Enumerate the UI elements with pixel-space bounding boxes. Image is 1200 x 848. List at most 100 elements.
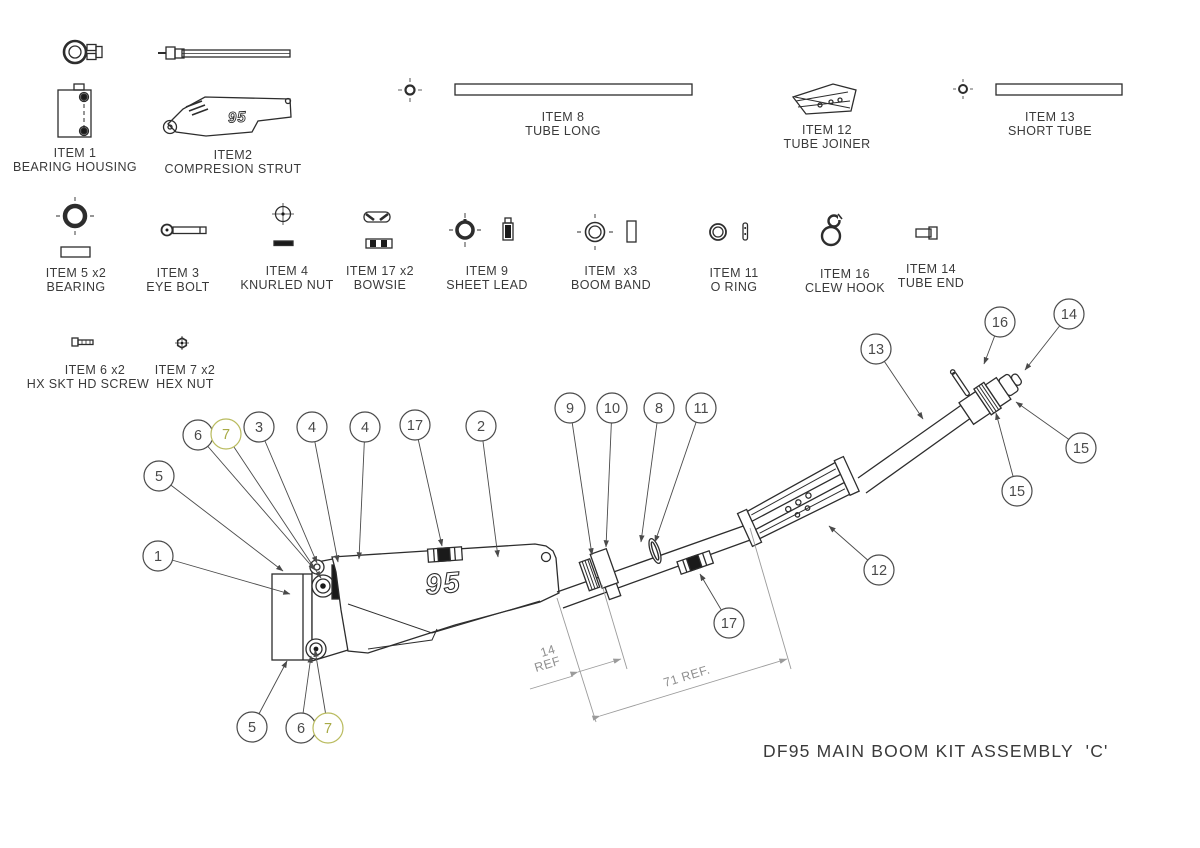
- callout-14-label: 14: [1061, 307, 1077, 323]
- assembly-tube-end-group: [949, 369, 1022, 426]
- boom-logo-95: 95: [424, 567, 463, 602]
- part-drawing-tube-joiner: [791, 83, 857, 115]
- callout-4-first-label: 4: [308, 420, 316, 436]
- label-item3-name: ITEM 3: [157, 266, 200, 280]
- label-item14-name: ITEM 14: [906, 262, 956, 276]
- label-item11-name: ITEM 11: [709, 266, 758, 280]
- callout-6-lower: 6: [285, 712, 317, 744]
- callout-17-upper: 17: [399, 409, 431, 441]
- callout-15-right-label: 15: [1073, 441, 1089, 457]
- part-drawing-bearing: [56, 197, 94, 258]
- label-item6-desc: HX SKT HD SCREW: [27, 377, 149, 391]
- callout-12-label: 12: [871, 563, 887, 579]
- label-item6-name: ITEM 6 x2: [65, 363, 126, 377]
- callout-7-lower-label: 7: [324, 721, 332, 737]
- label-item4-desc: KNURLED NUT: [240, 278, 333, 292]
- callout-7-upper-label: 7: [222, 427, 230, 443]
- assembly-o-ring: [648, 537, 662, 565]
- callout-1: 1: [142, 540, 174, 572]
- label-item7-name: ITEM 7 x2: [155, 363, 216, 377]
- callout-17-lower-label: 17: [721, 616, 737, 632]
- callout-2: 2: [465, 410, 497, 442]
- callout-4-first: 4: [296, 411, 328, 443]
- callout-6-upper-label: 6: [194, 428, 202, 444]
- callout-16: 16: [984, 306, 1016, 338]
- callout-8: 8: [643, 392, 675, 424]
- part-labels: ITEM 1 BEARING HOUSING ITEM2 COMPRESION …: [13, 110, 1092, 391]
- assembly-tube-joiner: [736, 455, 861, 548]
- callout-14: 14: [1053, 298, 1085, 330]
- dim-14-ref: REF: [533, 654, 562, 675]
- callout-5-lower: 5: [236, 711, 268, 743]
- callout-10-label: 10: [604, 401, 620, 417]
- callout-10: 10: [596, 392, 628, 424]
- label-item11-desc: O RING: [711, 280, 758, 294]
- callout-8-label: 8: [655, 401, 663, 417]
- label-item17-name: ITEM 17 x2: [346, 264, 414, 278]
- label-item16-desc: CLEW HOOK: [805, 281, 885, 295]
- callout-13: 13: [860, 333, 892, 365]
- part-drawing-hx-skt-hd-screw: [71, 337, 94, 347]
- label-item7-desc: HEX NUT: [156, 377, 214, 391]
- callout-12: 12: [863, 554, 895, 586]
- part-drawing-sheet-lead: [449, 213, 514, 247]
- label-item13-name: ITEM 13: [1025, 110, 1075, 124]
- callout-5-upper: 5: [143, 460, 175, 492]
- dim-14: 14: [539, 642, 557, 660]
- label-item3-desc: EYE BOLT: [146, 280, 209, 294]
- part-drawing-tube-end: [915, 226, 938, 240]
- callout-11-label: 11: [693, 401, 708, 417]
- assembly-bowsie-top: [426, 546, 464, 563]
- label-item8-desc: TUBE LONG: [525, 124, 601, 138]
- callout-3: 3: [243, 411, 275, 443]
- assembly-boom-body: 95: [331, 543, 560, 654]
- assembly-bowsie-lower: [676, 549, 715, 575]
- callout-6-upper: 6: [182, 419, 214, 451]
- callout-3-label: 3: [255, 420, 263, 436]
- callout-17-upper-label: 17: [407, 418, 423, 434]
- callout-17-lower: 17: [713, 607, 745, 639]
- part-drawing-tube-long: [398, 78, 693, 102]
- callout-15-right: 15: [1065, 432, 1097, 464]
- assembly-eye-bolt-and-bearings: [305, 559, 335, 660]
- callout-15-lower: 15: [1001, 475, 1033, 507]
- label-item1-name: ITEM 1: [54, 146, 97, 160]
- assembly-short-tube: [857, 393, 983, 494]
- part-drawing-hex-nut: [175, 336, 189, 350]
- part-drawing-bowsie: [363, 211, 393, 249]
- callout-11: 11: [685, 392, 717, 424]
- callout-5-lower-label: 5: [248, 720, 256, 736]
- callout-2-label: 2: [477, 419, 485, 435]
- label-item9-desc: SHEET LEAD: [446, 278, 528, 292]
- part-drawing-compresion-strut: [158, 46, 292, 137]
- callout-balloons: 1 5 6 7 3 4 4 17: [142, 298, 1097, 744]
- assembly-sheet-lead: [578, 547, 622, 601]
- part-drawing-bearing-housing: [57, 39, 103, 138]
- label-item5-desc: BEARING: [46, 280, 105, 294]
- part-drawing-eye-bolt: [160, 223, 207, 237]
- part-drawing-boom-band: [577, 214, 637, 250]
- callout-16-label: 16: [992, 315, 1008, 331]
- callout-15-lower-label: 15: [1009, 484, 1025, 500]
- callout-6-lower-label: 6: [297, 721, 305, 737]
- part-drawing-clew-hook: [820, 213, 845, 247]
- label-item16-name: ITEM 16: [820, 267, 870, 281]
- label-item2-name: ITEM2: [214, 148, 253, 162]
- part-drawing-o-ring: [709, 222, 749, 241]
- dimension-labels: 14 REF 71 REF.: [533, 642, 712, 690]
- label-item13-desc: SHORT TUBE: [1008, 124, 1092, 138]
- callout-9: 9: [554, 392, 586, 424]
- dim-71-ref: 71 REF.: [662, 662, 712, 689]
- callout-1-label: 1: [154, 549, 162, 565]
- label-item14-desc: TUBE END: [898, 276, 964, 290]
- strut-logo-95: 95: [228, 109, 248, 127]
- callout-4-second-label: 4: [361, 420, 369, 436]
- dimension-lines: [529, 527, 792, 723]
- label-item12-name: ITEM 12: [802, 123, 852, 137]
- callout-5-upper-label: 5: [155, 469, 163, 485]
- callout-7-lower-olive: 7: [312, 712, 344, 744]
- callout-7-upper-olive: 7: [210, 418, 242, 450]
- assembly-drawing: 95: [271, 369, 1022, 662]
